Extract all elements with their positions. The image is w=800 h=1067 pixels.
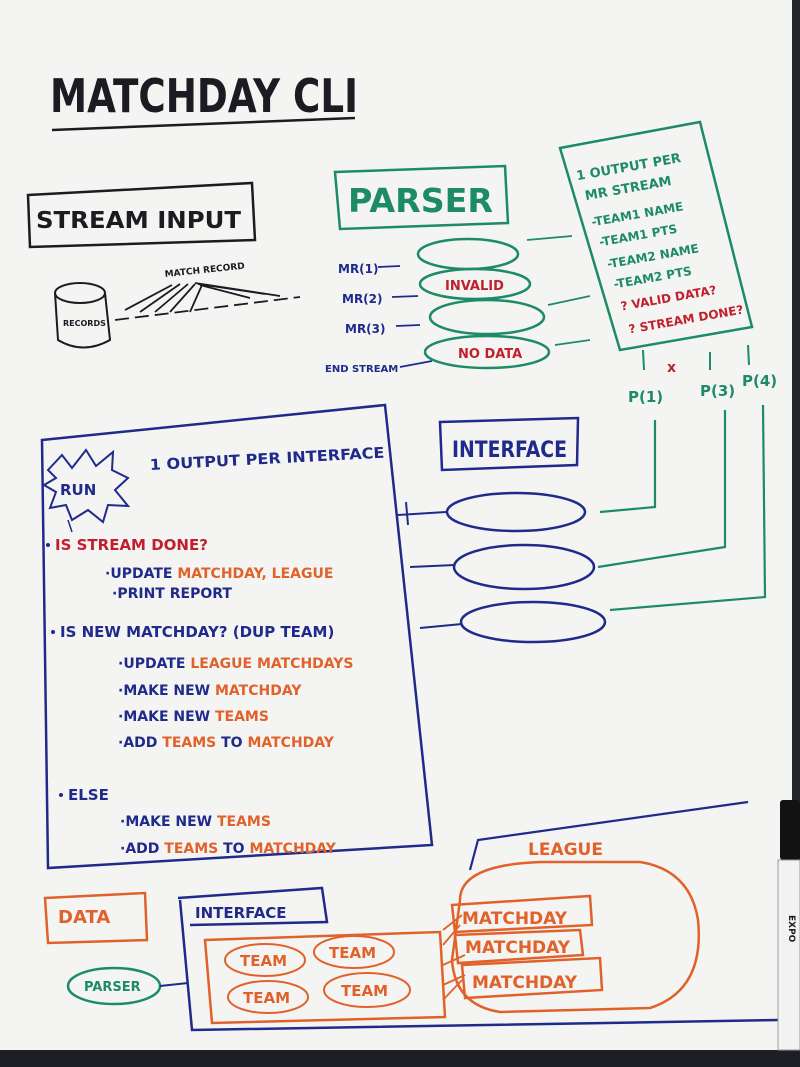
bottom-parser-label: PARSER bbox=[84, 980, 141, 995]
team-oval-3 bbox=[227, 980, 309, 1014]
parser-row-label-end: END STREAM bbox=[325, 364, 398, 375]
dry-erase-marker: EXPO bbox=[777, 800, 800, 1051]
interface-label: INTERFACE bbox=[452, 438, 567, 463]
bottom-diagram: DATA PARSER INTERFACE TEAM TEAM TEAM TEA… bbox=[43, 800, 781, 1032]
team-label-3: TEAM bbox=[243, 989, 290, 1007]
run-lines: IS STREAM DONE? ·UPDATE MATCHDAY, LEAGUE ·… bbox=[46, 536, 354, 857]
run-step: ·MAKE NEW TEAMS bbox=[118, 709, 269, 725]
interface-oval-3 bbox=[459, 600, 607, 644]
parser-oval-4 bbox=[423, 334, 551, 370]
parser-row-label-2: MR(2) bbox=[342, 292, 383, 306]
team-oval-4 bbox=[323, 972, 411, 1008]
run-bullet bbox=[46, 543, 50, 547]
run-block: RUN 1 OUTPUT PER INTERFACE IS STREAM DON… bbox=[40, 403, 434, 870]
team-label-2: TEAM bbox=[329, 944, 376, 962]
stream-input-group: STREAM INPUT RECORDS MATCH RECORD bbox=[26, 181, 301, 349]
output-branches: x P(1) P(3) P(4) bbox=[597, 344, 777, 612]
run-question-3: ELSE bbox=[68, 786, 109, 804]
board-surface bbox=[0, 0, 792, 1050]
run-bullet bbox=[51, 630, 55, 634]
matchday-label-2: MATCHDAY bbox=[465, 938, 571, 958]
page-title: MATCHDAY CLI bbox=[50, 69, 358, 123]
rejected-mark: x bbox=[667, 360, 676, 376]
league-label: LEAGUE bbox=[528, 840, 603, 860]
team-oval-1 bbox=[224, 943, 306, 977]
team-label-1: TEAM bbox=[240, 952, 287, 970]
data-label: DATA bbox=[58, 907, 110, 928]
run-step: ·ADD TEAMS TO MATCHDAY bbox=[118, 735, 335, 751]
records-cylinder: RECORDS bbox=[54, 282, 112, 349]
league-outline bbox=[450, 860, 701, 1014]
team-label-4: TEAM bbox=[341, 982, 388, 1000]
interface-oval-2 bbox=[452, 543, 596, 591]
stream-input-label: STREAM INPUT bbox=[36, 208, 241, 234]
interface-oval-1 bbox=[445, 491, 587, 533]
run-question-2: IS NEW MATCHDAY? (DUP TEAM) bbox=[60, 623, 334, 641]
run-step: ·UPDATE MATCHDAY, LEAGUE bbox=[105, 566, 333, 582]
p-label-4: P(4) bbox=[742, 372, 777, 390]
parser-row-label-3: MR(3) bbox=[345, 322, 386, 336]
run-step: ·MAKE NEW MATCHDAY bbox=[118, 683, 302, 699]
run-badge-burst bbox=[42, 448, 131, 524]
interface-group: INTERFACE bbox=[397, 416, 607, 644]
matchday-label-3: MATCHDAY bbox=[472, 973, 578, 993]
run-step: ·PRINT REPORT bbox=[112, 586, 232, 602]
team-oval-2 bbox=[313, 935, 395, 969]
match-record-streams bbox=[114, 282, 301, 321]
matchday-label-1: MATCHDAY bbox=[462, 909, 568, 929]
run-question-1: IS STREAM DONE? bbox=[55, 536, 208, 554]
run-step: ·ADD TEAMS TO MATCHDAY bbox=[120, 841, 337, 857]
parser-oval-2 bbox=[418, 267, 532, 301]
invalid-label: INVALID bbox=[445, 279, 504, 294]
run-badge: RUN bbox=[60, 481, 96, 499]
parser-group: PARSER MR(1) MR(2) MR(3) END STREAM INVA… bbox=[325, 164, 591, 375]
no-data-label: NO DATA bbox=[458, 347, 522, 362]
run-bullet bbox=[59, 793, 63, 797]
records-label: RECORDS bbox=[63, 319, 106, 328]
marker-brand: EXPO bbox=[786, 915, 796, 943]
bottom-interface-label: INTERFACE bbox=[195, 904, 287, 922]
parser-row-label-1: MR(1) bbox=[338, 262, 379, 276]
parser-label: PARSER bbox=[348, 181, 493, 220]
run-step: ·MAKE NEW TEAMS bbox=[120, 814, 271, 830]
run-step: ·UPDATE LEAGUE MATCHDAYS bbox=[118, 656, 354, 672]
p-label-3: P(3) bbox=[700, 382, 735, 400]
parser-oval-3 bbox=[428, 298, 546, 336]
p-label-1: P(1) bbox=[628, 388, 663, 406]
